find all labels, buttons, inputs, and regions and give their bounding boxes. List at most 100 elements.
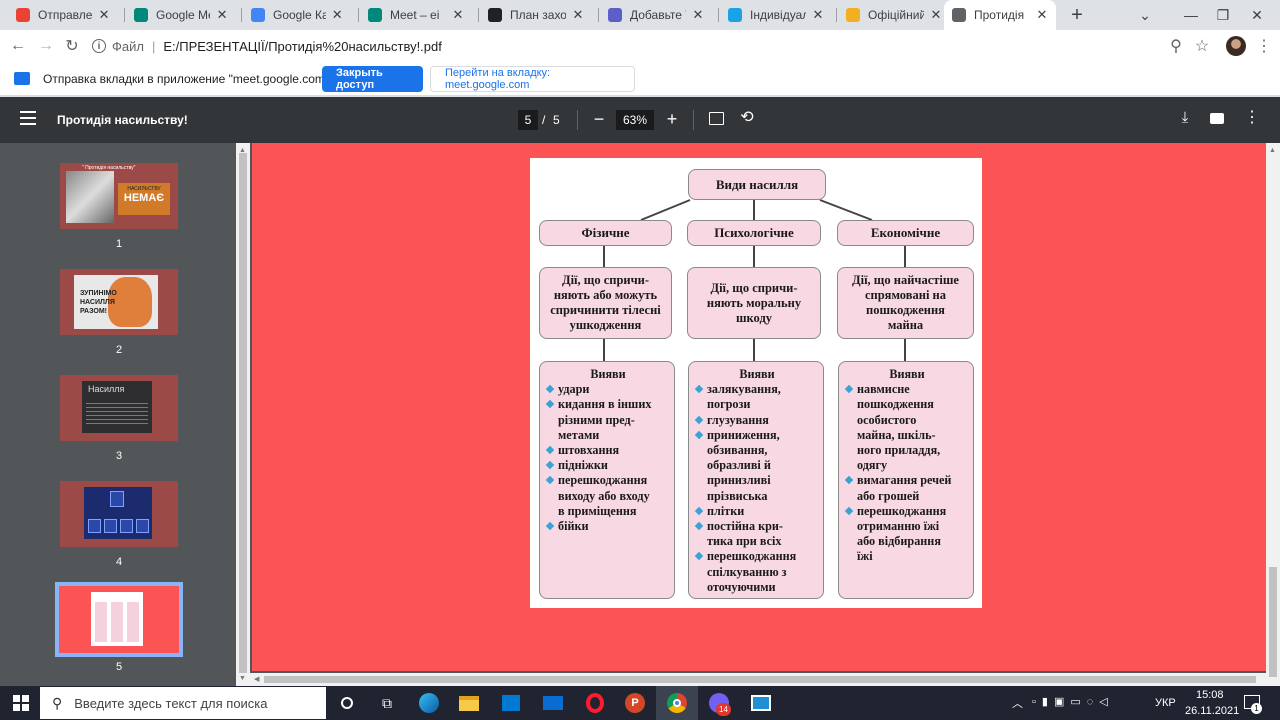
tab-separator [241, 8, 242, 22]
browser-tab-2[interactable]: Google Meet✕ [126, 0, 236, 30]
page-number-input[interactable]: 5 [518, 110, 538, 130]
opera-icon[interactable] [582, 690, 608, 716]
tab-close-icon[interactable]: ✕ [452, 7, 464, 22]
bookmark-star-icon[interactable]: ☆ [1194, 38, 1210, 55]
notification-count: 1 [1251, 703, 1262, 714]
browser-tab-7[interactable]: Індивідуальн✕ [720, 0, 832, 30]
tab-title: Офіційний са [868, 8, 924, 22]
browser-tab-6[interactable]: Добавьте Тек✕ [600, 0, 712, 30]
tab-close-icon[interactable]: ✕ [331, 7, 343, 22]
thumbnail-page-3[interactable]: Насилля [60, 375, 178, 441]
file-explorer-icon[interactable] [456, 690, 482, 716]
list-item-continuation: в приміщення [558, 503, 637, 518]
tab-close-icon[interactable]: ✕ [692, 7, 704, 22]
tab-close-icon[interactable]: ✕ [216, 7, 228, 22]
list-item: вимагання речей [845, 473, 969, 488]
sidebar-scrollbar[interactable]: ▲ ▼ [236, 143, 250, 686]
rotate-icon[interactable]: ⟲ [740, 109, 754, 126]
viewport-horizontal-scrollbar[interactable]: ◀ [250, 673, 1266, 686]
more-actions-icon[interactable]: ⋮ [1244, 109, 1260, 126]
tab-close-icon[interactable]: ✕ [812, 7, 824, 22]
store-icon[interactable] [498, 690, 524, 716]
list-item-continuation: або відбирання [857, 534, 941, 549]
tab-search-icon[interactable]: ⌄ [1139, 6, 1151, 23]
zoom-input[interactable]: 63% [616, 110, 654, 130]
tray-chevron-icon[interactable]: ︿ [1012, 698, 1023, 710]
menu-kebab-icon[interactable]: ⋮ [1256, 38, 1272, 55]
total-pages: 5 [553, 113, 560, 127]
powerpoint-icon[interactable]: P [622, 690, 648, 716]
cast-icon [14, 72, 30, 85]
zoom-in-button[interactable]: + [666, 109, 678, 129]
task-view-icon[interactable]: ⧉ [382, 694, 392, 711]
clock-date[interactable]: 26.11.2021 [1185, 705, 1240, 717]
desc-line: спрямовані на [864, 288, 946, 302]
address-bar[interactable]: i Файл | E:/ПРЕЗЕНТАЦІЇ/Протидія%20насил… [92, 33, 1220, 59]
browser-tab-4[interactable]: Meet – ei ✕ [360, 0, 472, 30]
forward-icon[interactable]: → [38, 37, 54, 54]
pdf-viewport: Види насилля Фізичне Психологічне Економ… [250, 143, 1266, 673]
tab-title: Meet – ei [390, 8, 440, 22]
thumb-1-line-2: НАСИЛЬСТВУ [127, 186, 161, 192]
browser-tab-3[interactable]: Google Кален✕ [243, 0, 351, 30]
minimize-button[interactable]: — [1184, 7, 1198, 23]
photos-icon[interactable] [748, 690, 774, 716]
tab-close-icon[interactable]: ✕ [572, 7, 584, 22]
tray-icons[interactable]: ▫▮▣▭◌◁ [1032, 696, 1114, 708]
edge-icon[interactable] [416, 690, 442, 716]
list-item-continuation: отриманню їжі [857, 519, 940, 534]
clock-time[interactable]: 15:08 [1196, 689, 1224, 701]
stop-sharing-button[interactable]: Закрыть доступ [322, 66, 423, 92]
reload-icon[interactable]: ↻ [65, 38, 79, 55]
thumbnail-number-2: 2 [115, 344, 123, 356]
list-item: приниження, [695, 428, 819, 443]
list-item: плітки [695, 504, 819, 519]
windows-start-icon[interactable] [8, 690, 34, 716]
meet-icon [134, 8, 148, 22]
maximize-button[interactable]: ❐ [1216, 6, 1230, 23]
thumbnail-number-3: 3 [115, 450, 123, 462]
browser-tab-9[interactable]: Протидія✕ [944, 0, 1056, 30]
zoom-out-button[interactable]: − [593, 109, 605, 129]
cortana-icon[interactable] [334, 690, 360, 716]
thumbnail-page-2[interactable]: ЗУПИНІМО НАСИЛЛЯ РАЗОМ! [60, 269, 178, 335]
browser-tab-5[interactable]: План заходів✕ [480, 0, 592, 30]
list-item-continuation: прізвиська [707, 488, 768, 503]
taskbar-search-box[interactable]: ⚲ Введите здесь текст для поиска [40, 687, 326, 719]
chrome-icon[interactable] [664, 690, 690, 716]
thumb-4-box [88, 519, 101, 533]
thumb-2-line-3: РАЗОМ! [80, 308, 108, 315]
tab-close-icon[interactable]: ✕ [930, 7, 942, 22]
viewport-vertical-scrollbar[interactable]: ▲ [1266, 143, 1280, 686]
thumbnail-sidebar: " Протидія насильству" НАСИЛЬСТВУ НЕМАЄ … [0, 143, 236, 686]
download-icon[interactable]: ⤓ [1181, 109, 1189, 126]
list-item-continuation: їжі [857, 549, 873, 564]
zoom-icon[interactable]: ⚲ [1170, 38, 1182, 55]
thumbnail-page-4[interactable] [60, 481, 178, 547]
fit-page-icon[interactable] [709, 112, 724, 125]
browser-tab-8[interactable]: Офіційний са ✕ [838, 0, 950, 30]
switch-tab-button[interactable]: Перейти на вкладку: meet.google.com [430, 66, 635, 92]
thumbnail-page-5-selected[interactable] [55, 582, 183, 657]
close-window-button[interactable]: ✕ [1251, 6, 1263, 23]
new-tab-button[interactable]: + [1071, 4, 1083, 26]
browser-tab-1[interactable]: Отправленны✕ [8, 0, 118, 30]
windows-taskbar: ⚲ Введите здесь текст для поиска ⧉ P 14 … [0, 686, 1280, 720]
profile-avatar[interactable] [1226, 36, 1246, 56]
hand-print-image [108, 277, 152, 327]
thumbnail-page-1[interactable]: " Протидія насильству" НАСИЛЬСТВУ НЕМАЄ [60, 163, 178, 229]
language-indicator[interactable]: УКР [1155, 697, 1176, 709]
mail-icon[interactable] [540, 690, 566, 716]
sidebar-menu-icon[interactable] [20, 111, 36, 125]
back-icon[interactable]: ← [10, 37, 26, 54]
info-icon[interactable]: i [92, 39, 106, 53]
tab-close-icon[interactable]: ✕ [1036, 7, 1048, 22]
print-icon[interactable] [1210, 113, 1224, 124]
tab-sharing-infobar: Отправка вкладки в приложение "meet.goog… [0, 62, 1280, 96]
thumb-2-text: ЗУПИНІМО НАСИЛЛЯ РАЗОМ! [80, 289, 117, 316]
address-separator: | [151, 38, 156, 54]
tab-close-icon[interactable]: ✕ [98, 7, 110, 22]
